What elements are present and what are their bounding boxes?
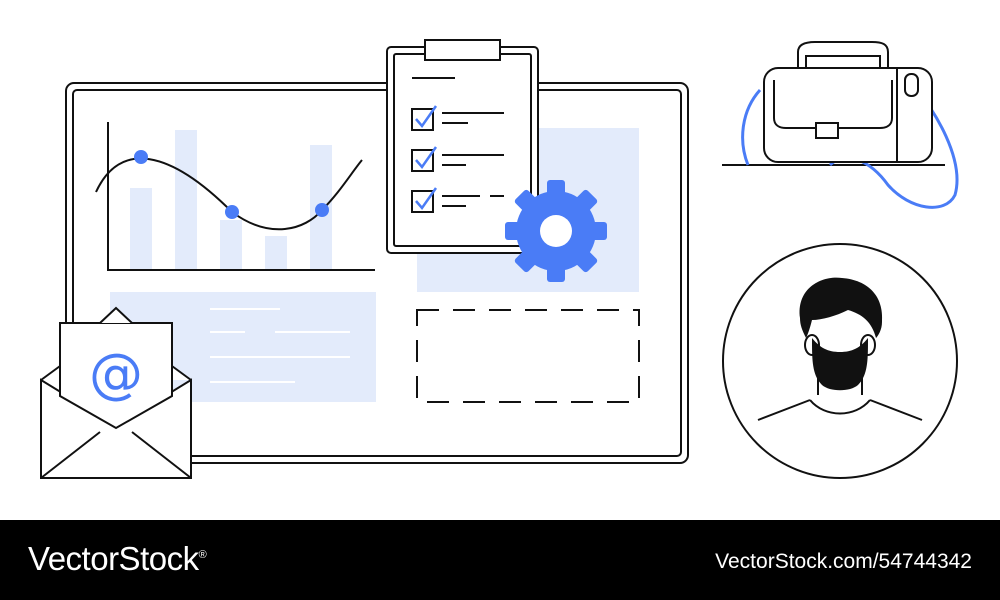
- checklist-clipboard-icon: [386, 39, 539, 254]
- line-chart-icon: [95, 122, 375, 271]
- user-avatar-icon: [722, 243, 958, 479]
- briefcase-icon: [722, 41, 959, 209]
- dashed-placeholder: [416, 309, 640, 403]
- illustration-canvas: @: [40, 39, 959, 479]
- brand-name: VectorStock: [28, 540, 199, 577]
- illustration: @: [40, 39, 959, 479]
- brand-logo[interactable]: VectorStock®: [28, 540, 207, 578]
- gear-icon: [505, 180, 607, 282]
- at-symbol: @: [89, 342, 143, 405]
- footer-bar: VectorStock® VectorStock.com/54744342: [0, 520, 1000, 600]
- registered-mark: ®: [198, 549, 207, 561]
- envelope-icon: @: [40, 306, 192, 479]
- image-credit: VectorStock.com/54744342: [715, 550, 972, 573]
